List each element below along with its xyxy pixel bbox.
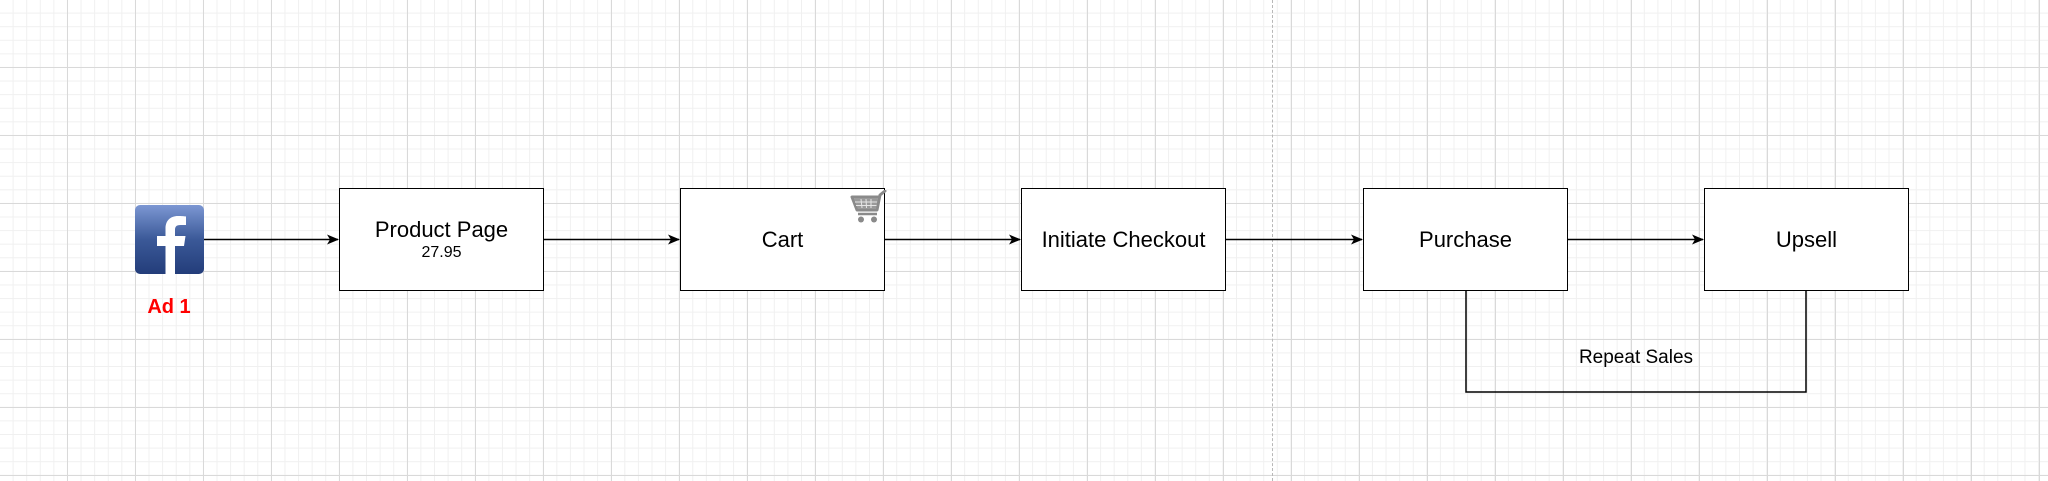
purchase-node[interactable]: Purchase (1363, 188, 1568, 291)
cart-label: Cart (761, 226, 804, 252)
product-page-node[interactable]: Product Page 27.95 (339, 188, 544, 291)
edge-repeat-sales[interactable] (1465, 291, 1807, 393)
shopping-cart-icon (850, 190, 887, 223)
initiate-checkout-node[interactable]: Initiate Checkout (1021, 188, 1226, 291)
cart-node[interactable]: Cart (680, 188, 885, 291)
facebook-icon[interactable] (135, 205, 204, 274)
product-page-label: Product Page (374, 216, 509, 242)
repeat-sales-label: Repeat Sales (1578, 347, 1694, 368)
upsell-label: Upsell (1775, 226, 1838, 252)
ad-label: Ad 1 (147, 296, 191, 318)
product-page-price: 27.95 (421, 243, 462, 261)
purchase-label: Purchase (1419, 226, 1512, 252)
initiate-checkout-label: Initiate Checkout (1041, 226, 1206, 252)
page-break-divider (1272, 0, 1273, 481)
upsell-node[interactable]: Upsell (1704, 188, 1909, 291)
